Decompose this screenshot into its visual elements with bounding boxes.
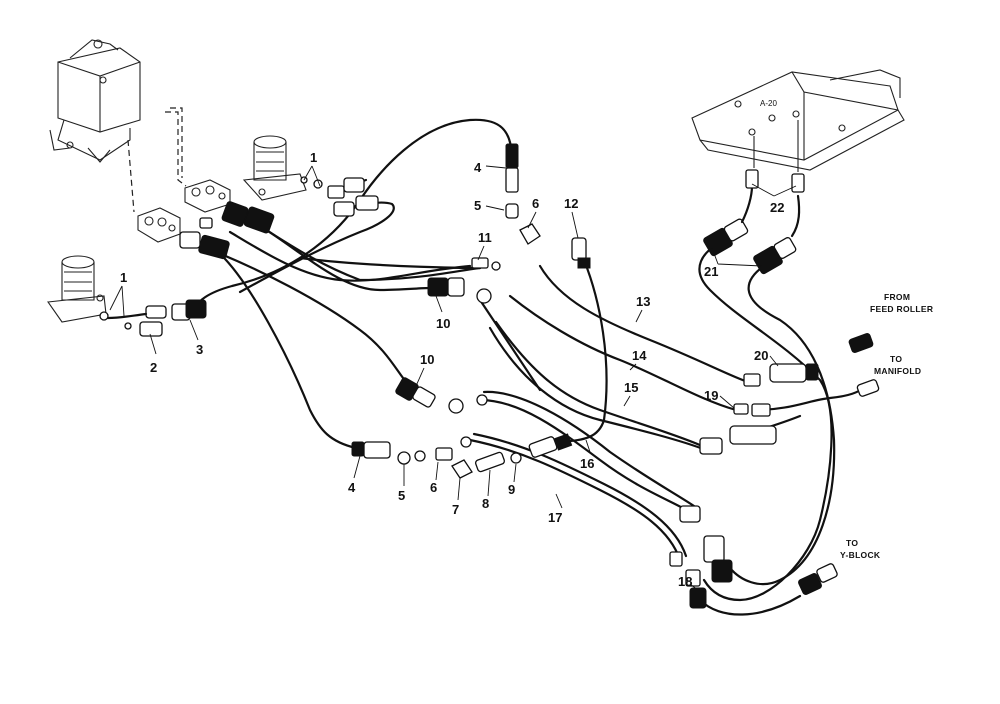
fittings — [99, 143, 880, 609]
callout-7: 7 — [452, 502, 459, 517]
callout-20: 20 — [754, 348, 768, 363]
note-manifold-line2: MANIFOLD — [874, 366, 921, 376]
hydraulic-motor-small-left — [47, 255, 107, 323]
callout-1-upper: 1 — [310, 150, 317, 165]
callout-6-lower: 6 — [430, 480, 437, 495]
notes: FROM FEED ROLLER TO MANIFOLD TO Y-BLOCK — [840, 292, 933, 560]
callout-13: 13 — [636, 294, 650, 309]
callout-4-upper: 4 — [474, 160, 482, 175]
valve-block-lower — [137, 207, 181, 243]
callout-15: 15 — [624, 380, 638, 395]
valve-block-upper — [184, 179, 231, 213]
hoses — [188, 118, 866, 616]
note-feed-roller-line1: FROM — [884, 292, 910, 302]
callout-10-lower: 10 — [420, 352, 434, 367]
callout-5-lower: 5 — [398, 488, 405, 503]
callout-9: 9 — [508, 482, 515, 497]
hydraulic-motor-small-upper — [242, 135, 307, 201]
note-yblock-line2: Y-BLOCK — [840, 550, 881, 560]
block-label-a20: A-20 — [760, 99, 777, 108]
callout-6-upper: 6 — [532, 196, 539, 211]
callout-2: 2 — [150, 360, 157, 375]
callout-11: 11 — [478, 230, 492, 245]
callout-1-left: 1 — [120, 270, 127, 285]
callout-18: 18 — [678, 574, 692, 589]
callout-12: 12 — [564, 196, 578, 211]
callout-16: 16 — [580, 456, 594, 471]
note-yblock-line1: TO — [846, 538, 858, 548]
callout-8: 8 — [482, 496, 489, 511]
callout-19: 19 — [704, 388, 718, 403]
valve-block-a20: A-20 — [691, 69, 905, 172]
note-manifold-line1: TO — [890, 354, 902, 364]
callout-22: 22 — [770, 200, 784, 215]
callout-17: 17 — [548, 510, 562, 525]
callout-5-upper: 5 — [474, 198, 481, 213]
callout-4-lower: 4 — [348, 480, 356, 495]
callout-10-upper: 10 — [436, 316, 450, 331]
callouts: 1 1 2 3 4 4 5 5 6 6 7 8 9 10 10 11 12 13… — [120, 150, 784, 589]
note-feed-roller-line2: FEED ROLLER — [870, 304, 933, 314]
callout-3: 3 — [196, 342, 203, 357]
leader-lines — [109, 165, 797, 591]
hydraulic-motor-upper — [49, 39, 141, 163]
callout-21: 21 — [704, 264, 718, 279]
callout-14: 14 — [632, 348, 647, 363]
